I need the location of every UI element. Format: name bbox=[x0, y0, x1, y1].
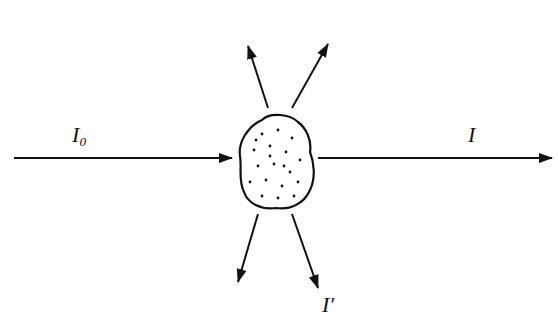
scattered-intensity: I′ bbox=[322, 294, 334, 316]
transmitted-intensity: I bbox=[468, 124, 475, 146]
scattered-ray bbox=[292, 44, 328, 108]
particles bbox=[249, 129, 302, 200]
scattered-ray bbox=[248, 46, 268, 108]
incident-intensity: I₀ bbox=[72, 124, 87, 146]
transmitted-beam bbox=[318, 157, 552, 159]
scattering-medium bbox=[240, 115, 314, 208]
scattered-ray bbox=[238, 214, 258, 282]
scattered-ray bbox=[292, 214, 318, 288]
incident-beam bbox=[14, 157, 232, 159]
